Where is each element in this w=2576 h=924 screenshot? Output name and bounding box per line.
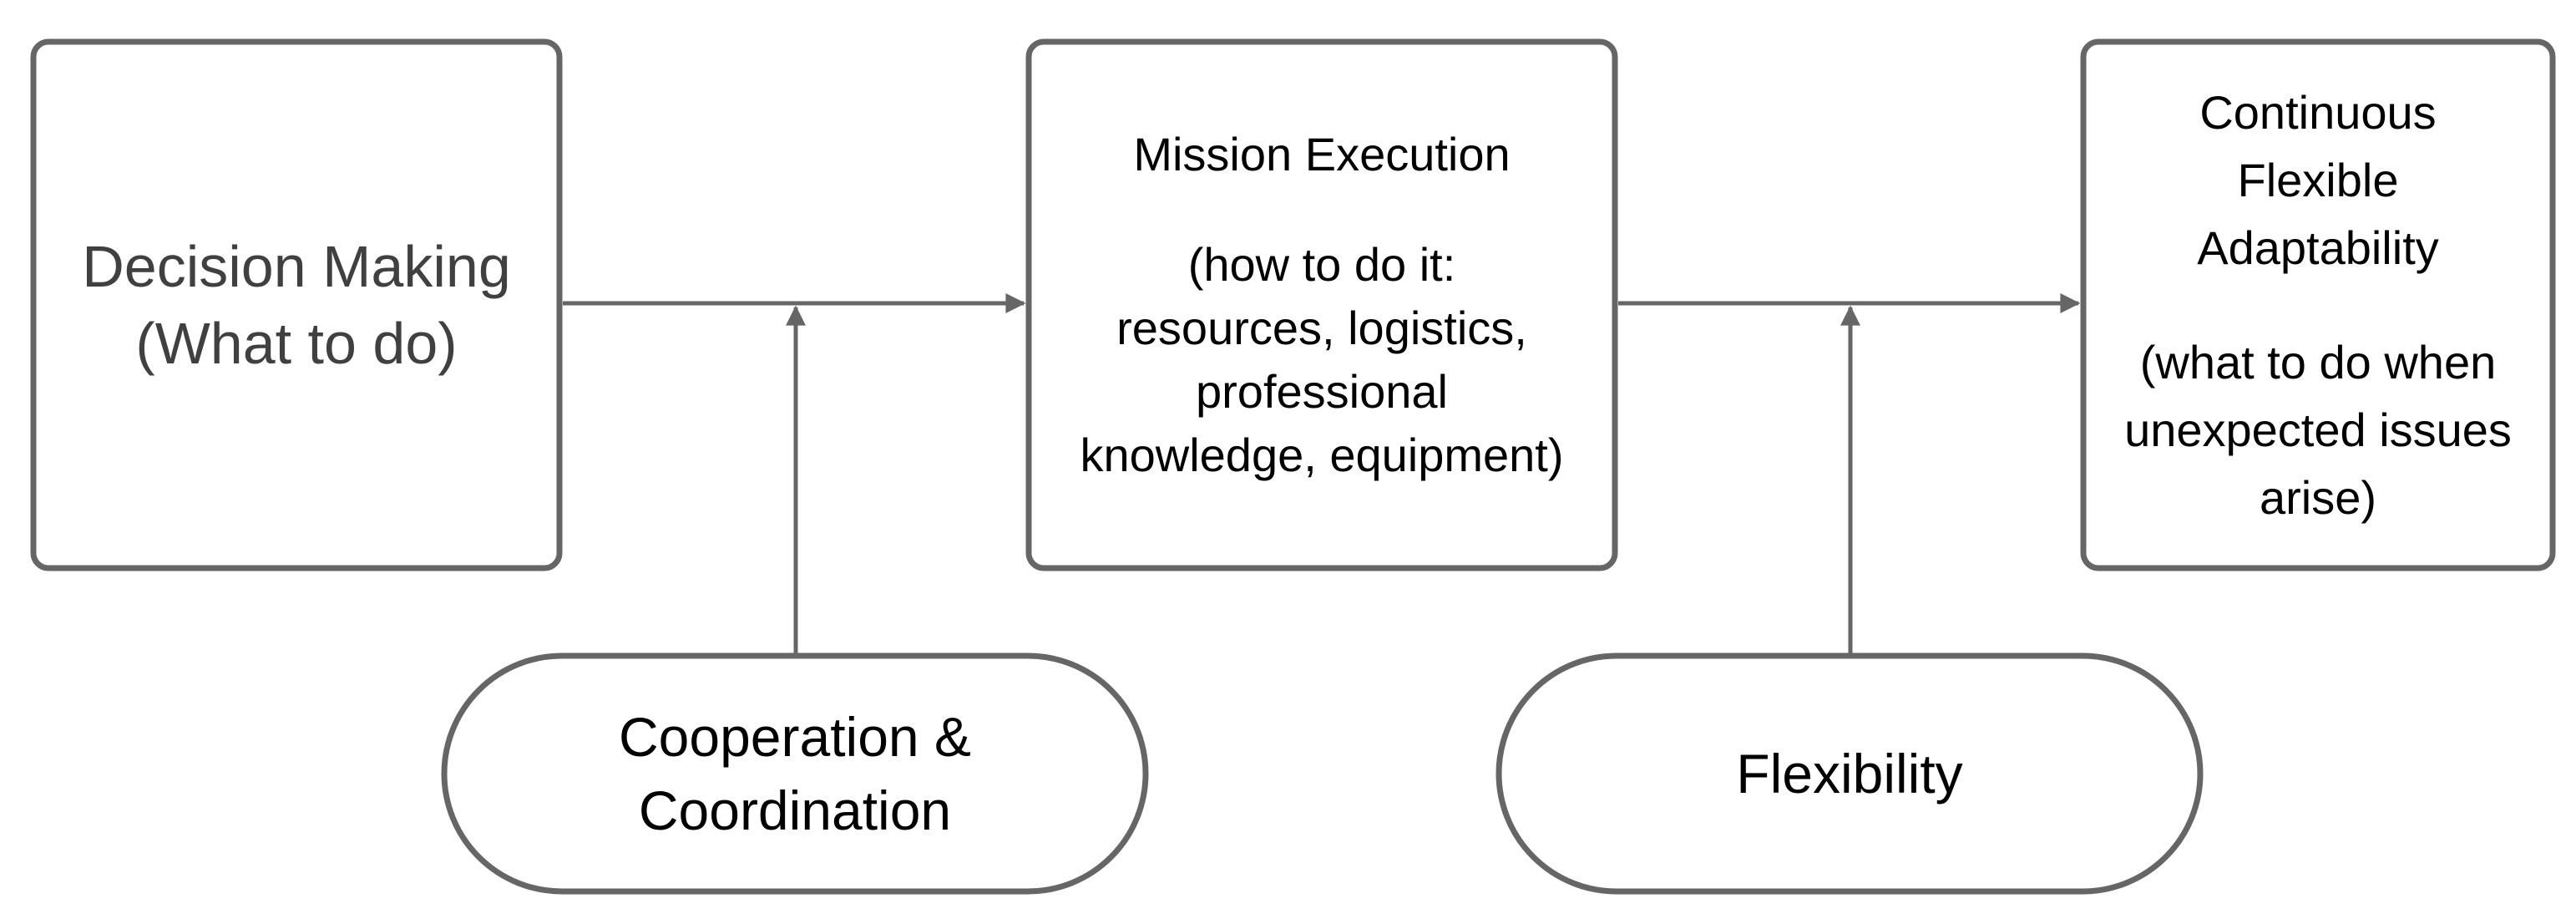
adaptability-title-3: Adaptability xyxy=(2197,221,2439,274)
mission-execution-box xyxy=(1025,38,1618,571)
mission-execution-detail-3: professional xyxy=(1196,365,1448,418)
continuous-adaptability-label: Continuous Flexible Adaptability (what t… xyxy=(2083,42,2553,568)
decision-making-line2: (What to do) xyxy=(135,311,458,376)
decision-making-line1: Decision Making xyxy=(82,234,511,299)
mission-execution-detail-1: (how to do it: xyxy=(1187,238,1456,291)
cooperation-line1: Cooperation & xyxy=(619,706,971,768)
mission-execution-label: Mission Execution (how to do it: resourc… xyxy=(1029,42,1615,568)
adaptability-detail-2: unexpected issues xyxy=(2124,404,2512,456)
adaptability-detail-1: (what to do when xyxy=(2139,336,2497,388)
mission-execution-detail-4: knowledge, equipment) xyxy=(1080,429,1564,481)
decision-making-label: Decision Making (What to do) xyxy=(33,42,559,568)
mission-execution-title: Mission Execution xyxy=(1133,128,1511,180)
continuous-adaptability-box xyxy=(2080,38,2556,571)
mission-execution-detail-2: resources, logistics, xyxy=(1116,302,1527,354)
cooperation-pill xyxy=(441,652,1149,895)
decision-making-box xyxy=(30,38,563,571)
flexibility-pill xyxy=(1495,652,2204,895)
adaptability-title-1: Continuous xyxy=(2199,86,2437,139)
adaptability-title-2: Flexible xyxy=(2237,154,2399,206)
flexibility-label: Flexibility xyxy=(1499,656,2200,891)
cooperation-label: Cooperation & Coordination xyxy=(444,656,1146,891)
adaptability-detail-3: arise) xyxy=(2259,471,2377,524)
cooperation-line2: Coordination xyxy=(638,779,952,841)
flexibility-line1: Flexibility xyxy=(1736,743,1963,805)
